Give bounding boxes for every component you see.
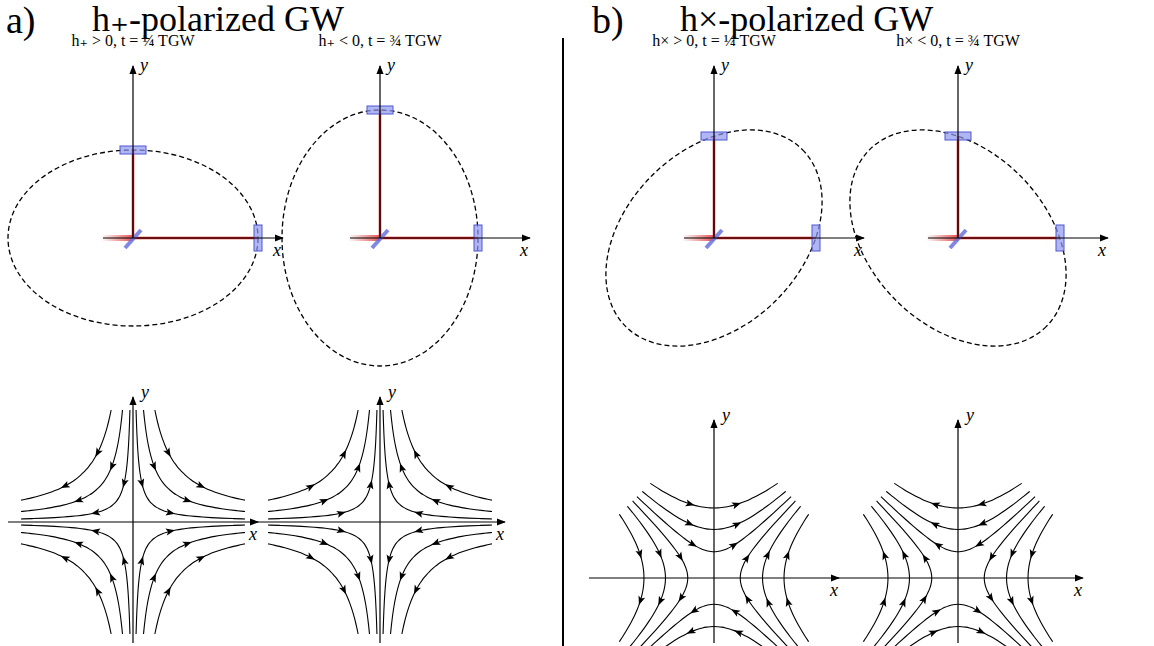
axis-label: y — [387, 56, 395, 76]
axis-line — [132, 66, 133, 238]
axis-label: x — [1098, 241, 1106, 261]
axis-label: y — [722, 406, 730, 426]
axis-line — [103, 237, 283, 238]
axis-label: y — [721, 56, 729, 76]
field-lines — [863, 483, 1052, 646]
axis-label: y — [965, 56, 973, 76]
axis-label: y — [966, 406, 974, 426]
field-lines — [268, 410, 492, 634]
field-lines — [21, 410, 245, 634]
axis-line — [350, 237, 530, 238]
interferometer — [8, 146, 262, 326]
axis-line — [379, 397, 380, 643]
axis-label: x — [854, 241, 862, 261]
axis-label: x — [520, 241, 528, 261]
axis-line — [928, 237, 1108, 238]
axis-line — [379, 66, 380, 238]
panel-subtitle: h× < 0, t = ¾ TGW — [896, 32, 1020, 50]
axis-label: x — [1074, 581, 1082, 601]
axis-line — [132, 397, 133, 643]
axis-label: x — [496, 525, 504, 545]
panel-subtitle: h× > 0, t = ¼ TGW — [652, 32, 776, 50]
panel-divider — [562, 38, 564, 646]
axis-line — [684, 237, 864, 238]
field-lines — [619, 483, 808, 646]
panel-title: a) — [6, 0, 36, 42]
axis-label: y — [140, 56, 148, 76]
axis-label: y — [388, 383, 396, 403]
panel-subtitle: h₊ < 0, t = ¾ TGW — [318, 32, 441, 50]
axis-label: x — [273, 241, 281, 261]
interferometer — [282, 106, 482, 366]
axis-label: x — [830, 581, 838, 601]
panel-title: b) — [592, 0, 624, 42]
axis-label: y — [141, 383, 149, 403]
axis-label: x — [249, 525, 257, 545]
axis-line — [713, 66, 714, 238]
axis-line — [957, 66, 958, 238]
axis-line — [713, 420, 714, 643]
panel-subtitle: h₊ > 0, t = ¼ TGW — [71, 32, 194, 50]
axis-line — [957, 420, 958, 643]
